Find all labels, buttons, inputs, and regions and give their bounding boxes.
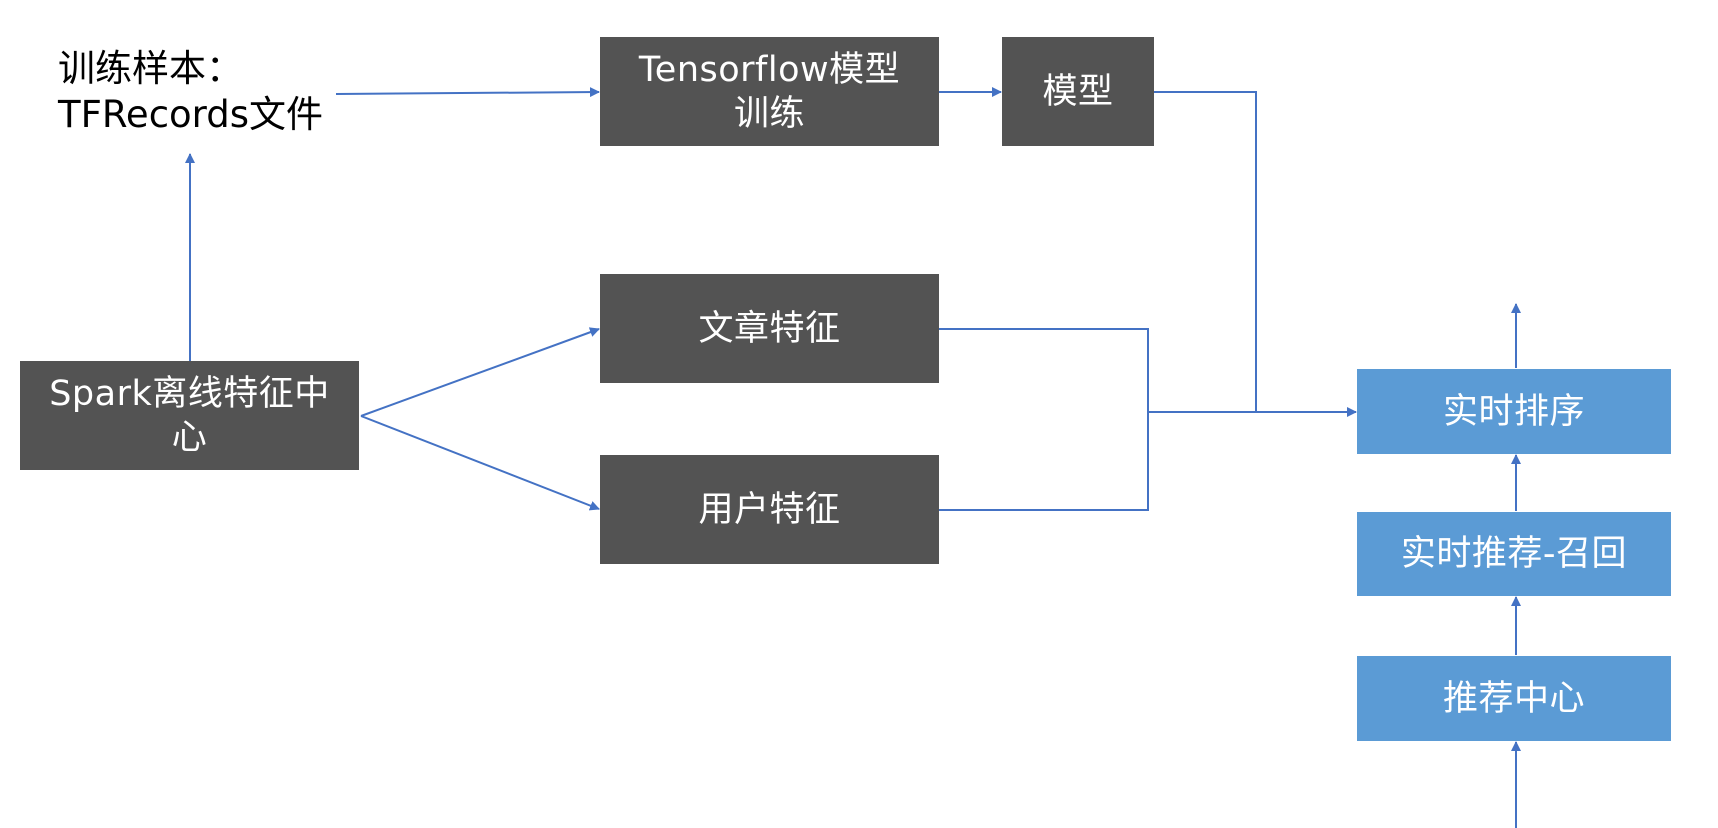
connector-article-features-merge [939,328,1149,412]
spark-feature-center-label: Spark离线特征中 心 [49,373,330,458]
model-box: 模型 [1002,37,1154,146]
article-features-box: 文章特征 [600,274,939,383]
recommendation-center-box: 推荐中心 [1357,656,1671,741]
realtime-recall-box: 实时推荐-召回 [1357,512,1671,596]
arrow-samples-to-training [335,87,600,98]
training-samples-label: 训练样本： TFRecords文件 [58,47,323,136]
arrow-spark-to-user-features [360,415,600,511]
realtime-ranking-label: 实时排序 [1442,391,1585,432]
arrow-spark-to-article-features [360,327,600,417]
user-features-label: 用户特征 [698,489,841,530]
connector-model-to-ranking [1154,91,1257,412]
tensorflow-training-box: Tensorflow模型 训练 [600,37,939,146]
spark-feature-center-box: Spark离线特征中 心 [20,361,359,470]
article-features-label: 文章特征 [698,308,841,349]
user-features-box: 用户特征 [600,455,939,564]
tensorflow-training-label: Tensorflow模型 训练 [638,49,901,134]
realtime-ranking-box: 实时排序 [1357,369,1671,454]
connector-user-features-merge [939,412,1149,511]
model-label: 模型 [1042,71,1114,112]
recommendation-center-label: 推荐中心 [1442,678,1585,719]
realtime-recall-label: 实时推荐-召回 [1400,534,1628,574]
